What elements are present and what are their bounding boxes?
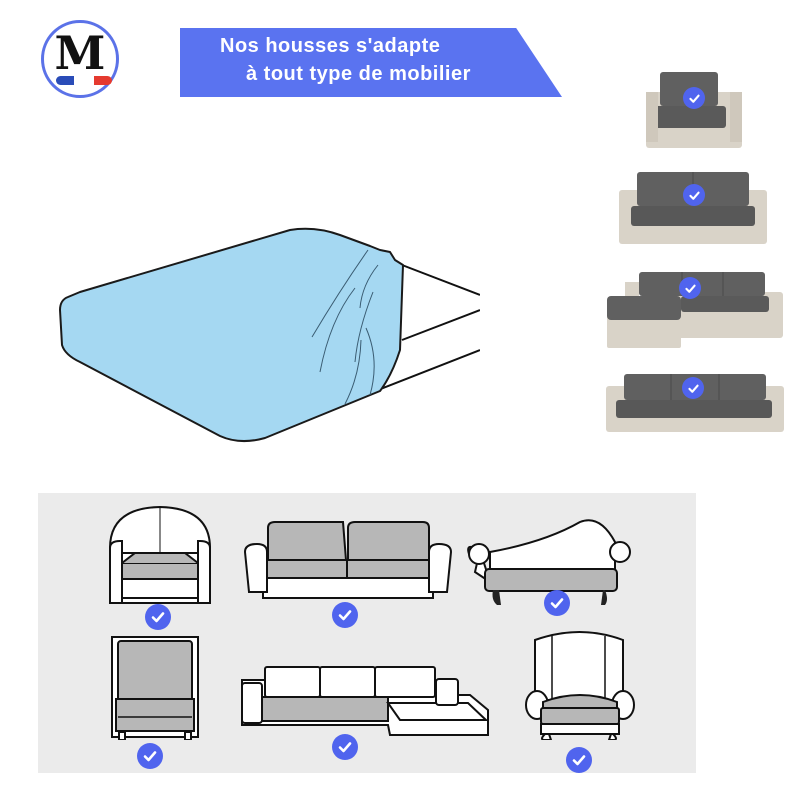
photo-armchair	[646, 72, 742, 148]
brand-logo: M	[41, 20, 119, 98]
headline-line-2: à tout type de mobilier	[246, 63, 471, 85]
check-icon	[566, 747, 592, 773]
line-wingback-armchair	[525, 631, 635, 740]
line-meridienne	[467, 519, 631, 605]
check-icon	[683, 87, 705, 109]
check-icon	[145, 604, 171, 630]
check-icon	[682, 377, 704, 399]
logo-blue-stripe	[56, 76, 74, 85]
check-icon	[683, 184, 705, 206]
blue-cover-shape	[59, 227, 404, 442]
line-club-armchair	[109, 505, 211, 604]
line-corner-sofa	[241, 666, 489, 736]
line-wooden-armchair	[111, 636, 199, 740]
photo-sofa-2-seater	[619, 172, 767, 244]
logo-letter: M	[54, 26, 106, 80]
line-sofa-2-seater	[243, 521, 453, 599]
photo-corner-sofa	[607, 272, 783, 348]
headline-line-1: Nos housses s'adapte	[220, 35, 441, 57]
logo-red-stripe	[94, 76, 112, 85]
cushion-cover-illustration	[59, 227, 480, 442]
check-icon	[544, 590, 570, 616]
check-icon	[332, 734, 358, 760]
check-icon	[332, 602, 358, 628]
headline-banner: Nos housses s'adapte à tout type de mobi…	[180, 28, 562, 97]
check-icon	[137, 743, 163, 769]
check-icon	[679, 277, 701, 299]
